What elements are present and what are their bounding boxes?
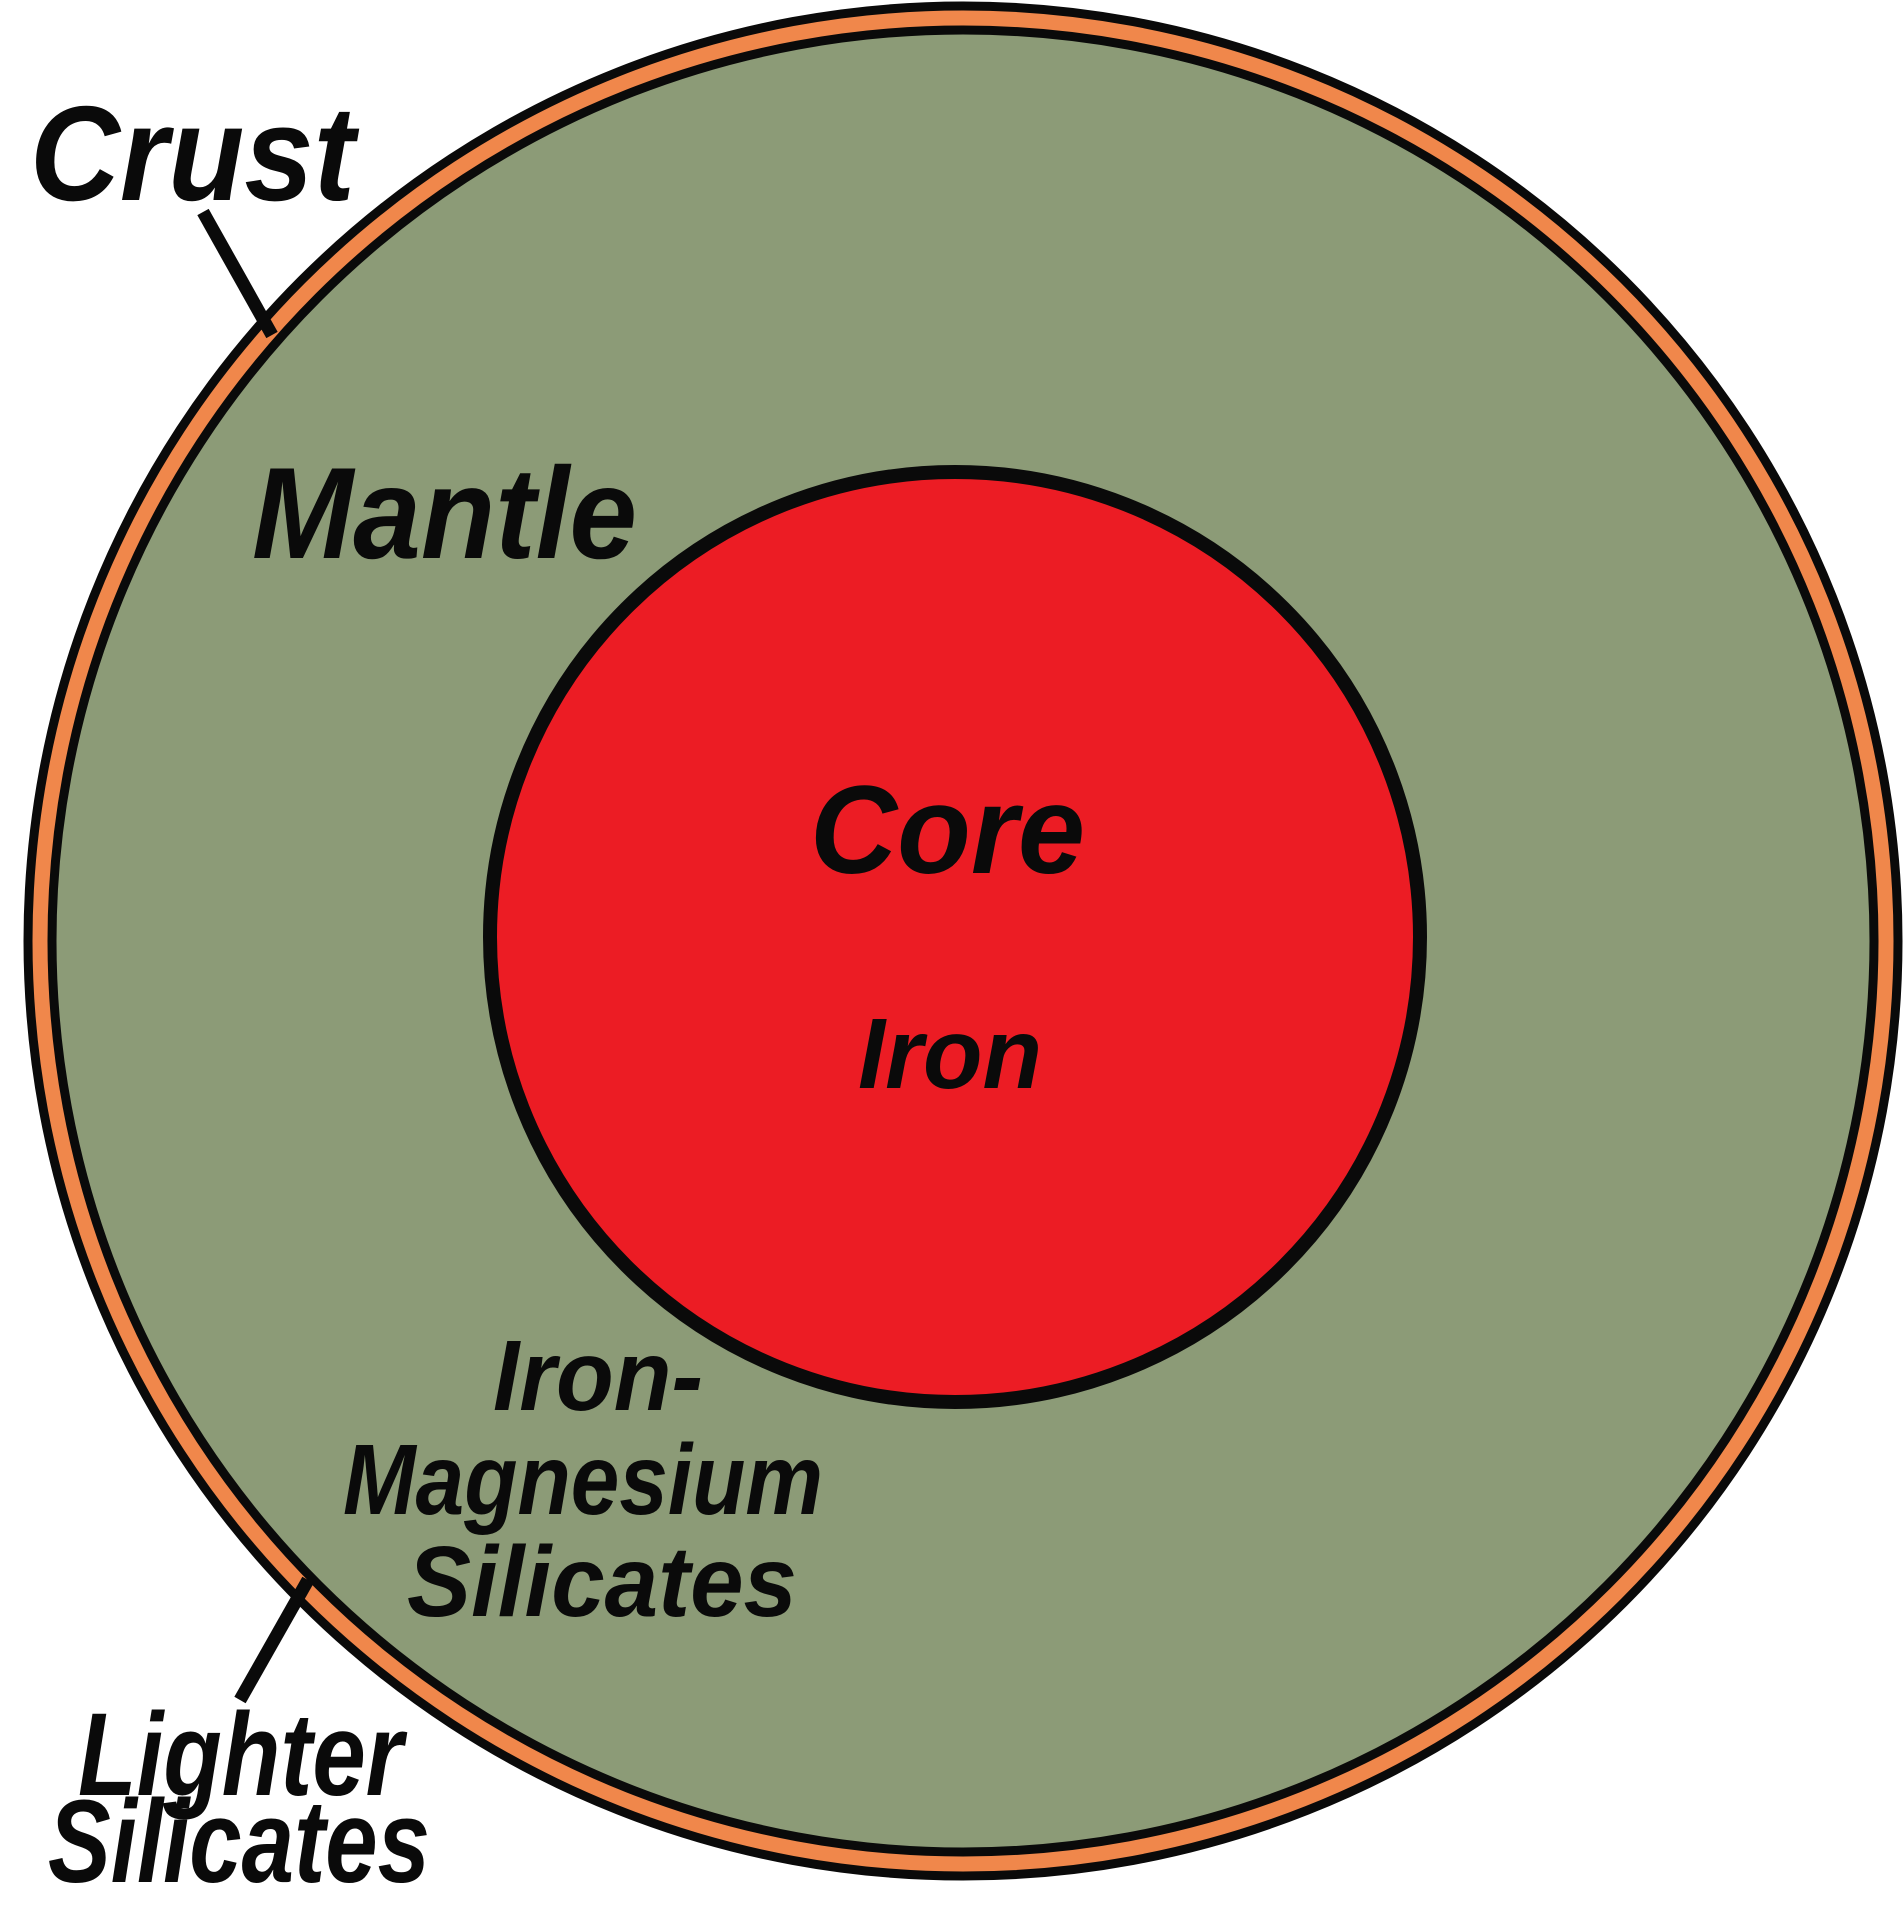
mantle-composition-line1: Iron-: [493, 1320, 703, 1432]
mantle-composition-line3: Silicates: [407, 1526, 797, 1638]
crust-label: Crust: [30, 78, 360, 229]
core-label: Core: [810, 761, 1085, 900]
crust-composition-line2: Silicates: [48, 1776, 430, 1908]
crust-leader-line: [197, 208, 278, 339]
crust-composition-line1: Lighter: [78, 1689, 408, 1821]
mantle-composition-line2: Magnesium: [343, 1424, 823, 1536]
lighter-silicates-leader-line: [234, 1576, 314, 1704]
core-composition-label: Iron: [858, 998, 1042, 1110]
core-circle: [483, 465, 1427, 1409]
mantle-label: Mantle: [252, 440, 637, 586]
